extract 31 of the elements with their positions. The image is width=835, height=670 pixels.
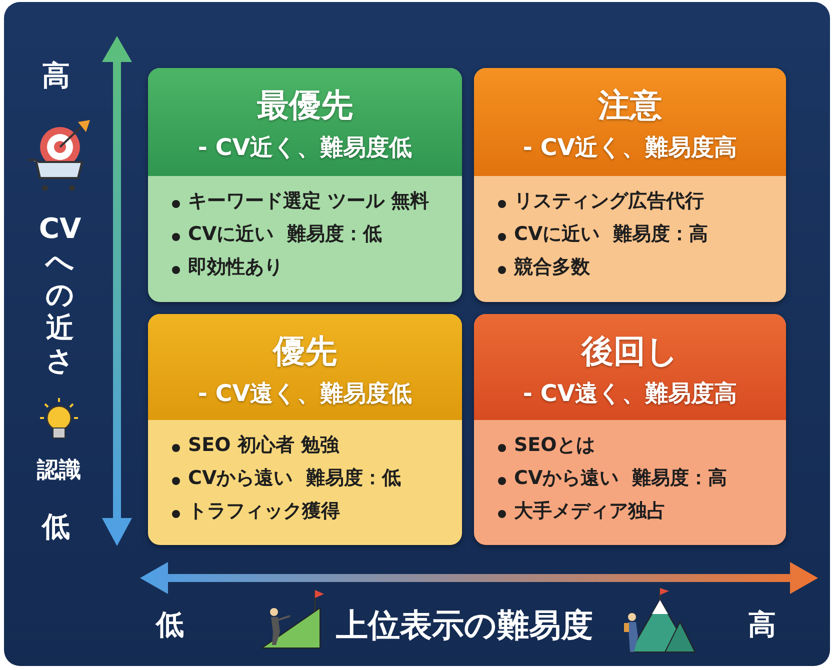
priority-quadrant: [474, 314, 786, 545]
icon-caption: 認識: [37, 457, 81, 485]
axis-end-label: 高: [748, 607, 776, 643]
axis-title: 上位表示の難易度: [336, 605, 593, 646]
bullet-item: 大手メディア独占: [514, 499, 666, 524]
bullet-item: リスティング広告代行: [514, 189, 704, 214]
priority-quadrant: [148, 68, 462, 302]
bullet-item: SEO 初心者 勉強: [188, 433, 340, 458]
bullet-item: 即効性あり: [188, 255, 283, 280]
bullet-item: CVに近い 難易度：高: [514, 222, 708, 247]
bullet-item: SEOとは: [514, 433, 595, 458]
axis-end-label: 高: [42, 58, 70, 94]
quadrant-title: 注意: [597, 85, 663, 126]
quadrant-title: 後回し: [580, 331, 680, 372]
axis-end-label: 低: [156, 607, 184, 643]
bullet-item: CVに近い 難易度：低: [188, 222, 382, 247]
quadrant-subtitle: - CV遠く、難易度低: [196, 380, 414, 409]
bullet-item: CVから遠い 難易度：高: [514, 466, 727, 491]
priority-quadrant: [148, 314, 462, 545]
bullet-item: キーワード選定 ツール 無料: [188, 189, 430, 214]
bullet-item: トラフィック獲得: [188, 499, 340, 524]
quadrant-subtitle: - CV近く、難易度高: [522, 134, 738, 163]
quadrant-subtitle: - CV近く、難易度低: [196, 134, 414, 163]
quadrant-subtitle: - CV遠く、難易度高: [522, 380, 738, 409]
axis-title: CVへの近さ: [38, 212, 82, 377]
quadrant-title: 最優先: [256, 85, 354, 126]
bullet-item: 競合多数: [514, 255, 590, 280]
axis-end-label: 低: [42, 509, 70, 545]
quadrant-title: 優先: [271, 331, 338, 372]
priority-quadrant: [474, 68, 786, 302]
bullet-item: CVから遠い 難易度：低: [188, 466, 401, 491]
